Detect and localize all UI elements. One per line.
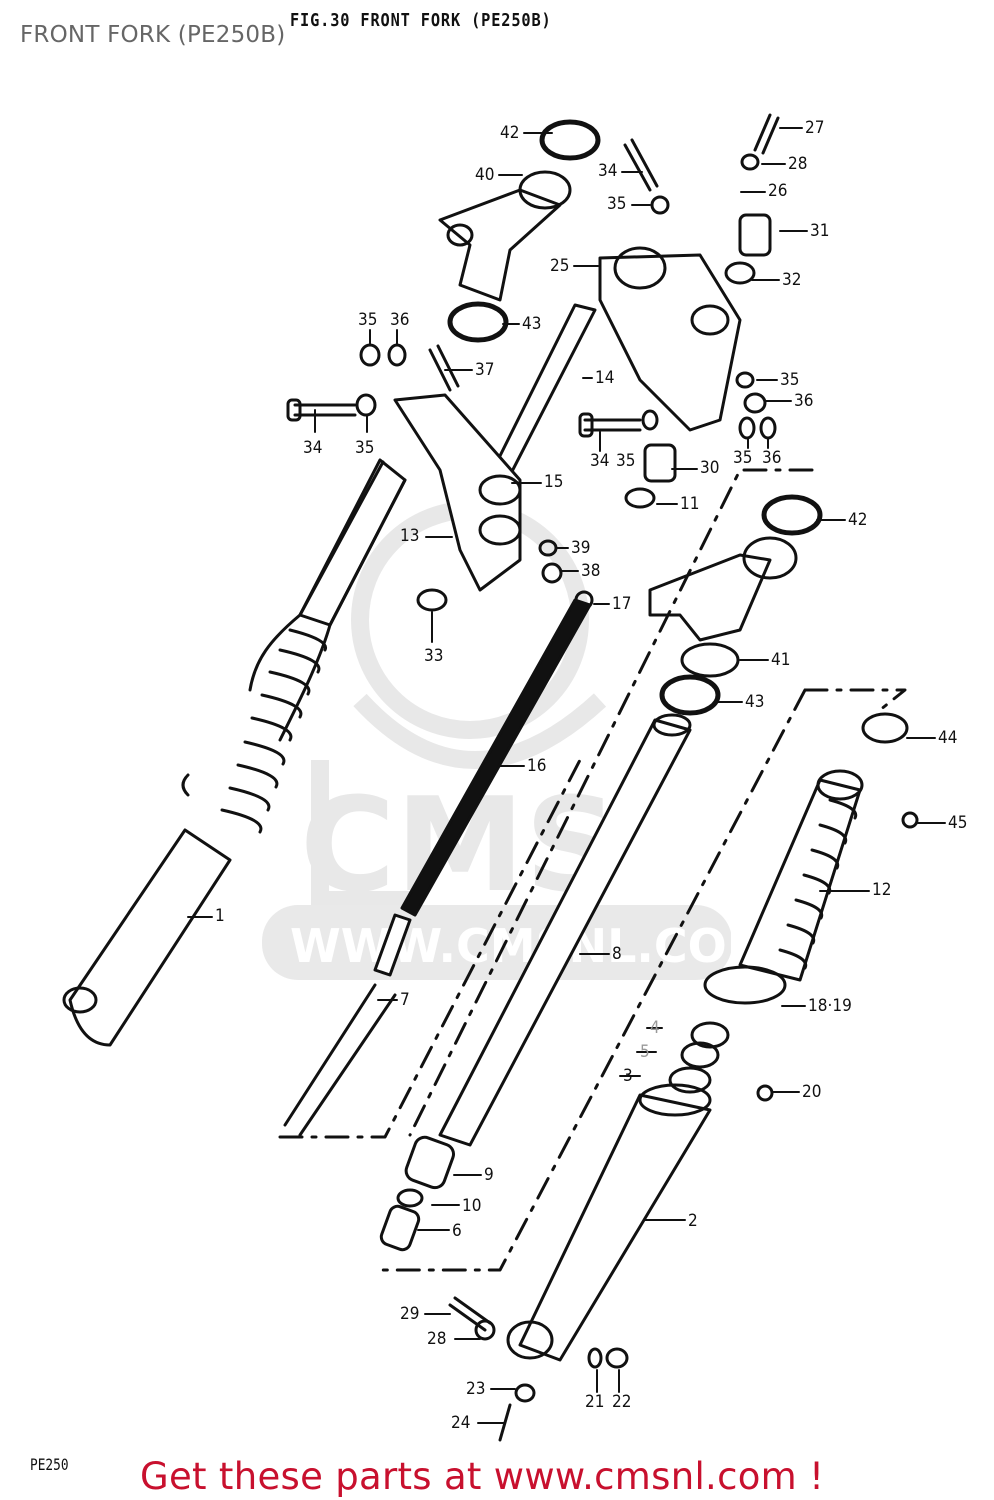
callout-26: 26 [768,181,788,201]
left-fork-lower [68,828,232,1047]
callout-18-19: 18·19 [808,996,852,1016]
callout-43: 43 [522,314,542,334]
callout-15: 15 [544,472,564,492]
get-parts-link[interactable]: Get these parts at www.cmsnl.com ! [140,1455,825,1498]
callout-21: 21 [585,1392,605,1412]
callout-35: 35 [780,370,800,390]
callout-35: 35 [355,438,375,458]
callout-31: 31 [810,221,830,241]
callout-27: 27 [805,118,825,138]
callout-5: 5 [640,1042,650,1062]
callout-28: 28 [788,154,808,174]
callout-33: 33 [424,646,444,666]
callout-38: 38 [581,561,601,581]
callout-42: 42 [848,510,868,530]
callout-44: 44 [938,728,958,748]
callout-29: 29 [400,1304,420,1324]
callout-7: 7 [400,990,410,1010]
left-fork-tube [298,460,407,627]
callout-28: 28 [427,1329,447,1349]
callout-25: 25 [550,256,570,276]
callout-35: 35 [607,194,627,214]
callout-34: 34 [598,161,618,181]
callout-37: 37 [475,360,495,380]
callout-6: 6 [452,1221,462,1241]
callout-23: 23 [466,1379,486,1399]
callout-16: 16 [527,756,547,776]
callout-17: 17 [612,594,632,614]
callout-4: 4 [650,1018,660,1038]
callout-42: 42 [500,123,520,143]
model-code: PE250 [30,1455,69,1474]
callout-14: 14 [595,368,615,388]
page-title: FRONT FORK (PE250B) [20,22,286,48]
callout-2: 2 [688,1211,698,1231]
callout-13: 13 [400,526,420,546]
callout-34: 34 [590,451,610,471]
callout-35: 35 [358,310,378,330]
callout-24: 24 [451,1413,471,1433]
callout-22: 22 [612,1392,632,1412]
callout-20: 20 [802,1082,822,1102]
callout-8: 8 [612,944,622,964]
callout-12: 12 [872,880,892,900]
callout-35: 35 [616,451,636,471]
callout-39: 39 [571,538,591,558]
callout-40: 40 [475,165,495,185]
left-fork-boot [220,613,332,834]
callout-34: 34 [303,438,323,458]
callout-43: 43 [745,692,765,712]
callout-9: 9 [484,1165,494,1185]
callout-1: 1 [215,906,225,926]
callout-10: 10 [462,1196,482,1216]
callout-36: 36 [762,448,782,468]
callout-30: 30 [700,458,720,478]
callout-3: 3 [623,1066,633,1086]
callout-35: 35 [733,448,753,468]
callout-45: 45 [948,813,968,833]
fork-spring [400,598,592,917]
callout-11: 11 [680,494,700,514]
callout-36: 36 [390,310,410,330]
callout-36: 36 [794,391,814,411]
callout-32: 32 [782,270,802,290]
callout-41: 41 [771,650,791,670]
figure-title: FIG.30 FRONT FORK (PE250B) [290,10,552,31]
